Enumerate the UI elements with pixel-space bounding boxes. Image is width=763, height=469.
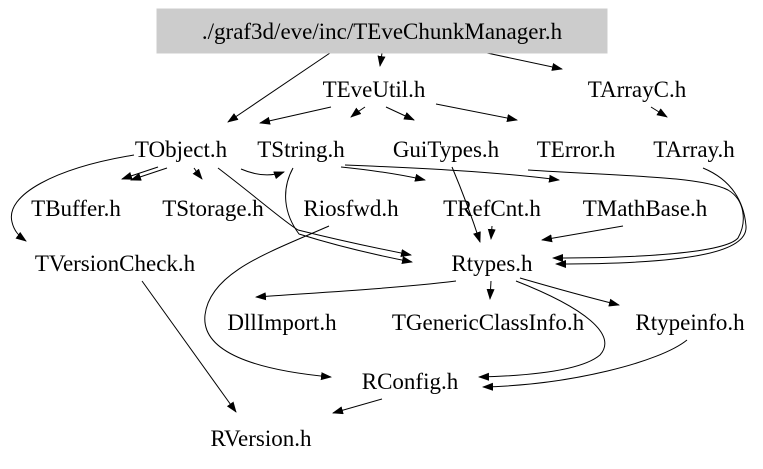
edge-TObjecth-to-TStorageh [192, 167, 203, 180]
edge-TEveUtilh-to-TObjecth [259, 106, 332, 125]
node-TRefCnth[interactable]: TRefCnt.h [443, 196, 541, 221]
node-TEveUtilh[interactable]: TEveUtil.h [323, 77, 426, 102]
edge-TObjecth-to-Rtypesh [217, 167, 412, 257]
node-RVersionh[interactable]: RVersion.h [210, 426, 312, 451]
edge-Rtypesh-to-Rtypeinfoh [519, 277, 620, 307]
edge-TMathBaseh-to-Rtypesh [541, 225, 624, 243]
node-TStringh[interactable]: TString.h [257, 137, 345, 162]
edge-TStringh-to-TRefCnth [340, 166, 426, 182]
node-DllImporth[interactable]: DllImport.h [227, 310, 337, 335]
node-RConfigh[interactable]: RConfig.h [362, 369, 459, 394]
node-TErrorh[interactable]: TError.h [537, 137, 616, 162]
edge-TObjecth-to-TStringh [240, 168, 285, 180]
edge-TEveUtilh-to-TStringh [350, 106, 366, 118]
edge-TStringh-to-TMathBaseh [344, 164, 560, 183]
node-TBufferh[interactable]: TBuffer.h [31, 196, 121, 221]
title-node-box [156, 8, 608, 54]
edges-layer [10, 52, 747, 415]
node-Rtypeinfoh[interactable]: Rtypeinfo.h [635, 310, 745, 335]
node-TObjecth[interactable]: TObject.h [135, 137, 228, 162]
edge-TArrayCh-to-TArrayh [650, 106, 668, 118]
node-Riosfwdh[interactable]: Riosfwd.h [303, 196, 399, 221]
edge-main-to-TObjecth [227, 52, 331, 123]
edge-Rtypesh-to-RConfigh [478, 280, 606, 381]
edge-main-to-TEveUtilh [377, 52, 386, 67]
node-GuiTypesh[interactable]: GuiTypes.h [393, 137, 500, 162]
edge-TStringh-to-Rtypesh [285, 167, 413, 265]
edge-TEveUtilh-to-GuiTypesh [385, 106, 415, 121]
graph-title-node: ./graf3d/eve/inc/TEveChunkManager.h [202, 19, 563, 44]
edge-Rtypesh-to-DllImporth [255, 280, 457, 301]
node-TStorageh[interactable]: TStorage.h [162, 196, 264, 221]
edge-TObjecth-to-TBufferh [130, 167, 168, 181]
edge-main-to-TArrayCh [486, 52, 563, 71]
edge-TObjecth-to-TBufferh [121, 166, 159, 180]
edge-Rtypeinfoh-to-RConfigh [482, 339, 688, 391]
node-TMathBaseh[interactable]: TMathBase.h [583, 196, 708, 221]
edge-TArrayh-to-Rtypesh [555, 167, 747, 268]
nodes-layer: ./graf3d/eve/inc/TEveChunkManager.hTEveU… [31, 8, 745, 451]
edge-TVersionCheckh-to-RVersionh [141, 280, 237, 413]
edge-Riosfwdh-to-RConfigh [204, 225, 332, 381]
node-Rtypesh[interactable]: Rtypes.h [451, 251, 533, 276]
node-TGenericClassInfoh[interactable]: TGenericClassInfo.h [392, 310, 585, 335]
node-TVersionCheckh[interactable]: TVersionCheck.h [35, 251, 196, 276]
edge-TErrorh-to-Rtypesh [527, 169, 744, 262]
node-TArrayCh[interactable]: TArrayC.h [588, 77, 687, 102]
edge-TRefCnth-to-Rtypesh [487, 225, 496, 240]
edge-RConfigh-to-RVersionh [332, 398, 383, 415]
edge-Rtypesh-to-TGenericClassInfoh [486, 280, 495, 300]
node-TArrayh[interactable]: TArray.h [653, 137, 735, 162]
edge-TEveUtilh-to-TErrorh [435, 103, 518, 122]
edge-TObjecth-to-TVersionCheckh [10, 154, 135, 242]
edge-GuiTypesh-to-Rtypesh [451, 166, 481, 243]
